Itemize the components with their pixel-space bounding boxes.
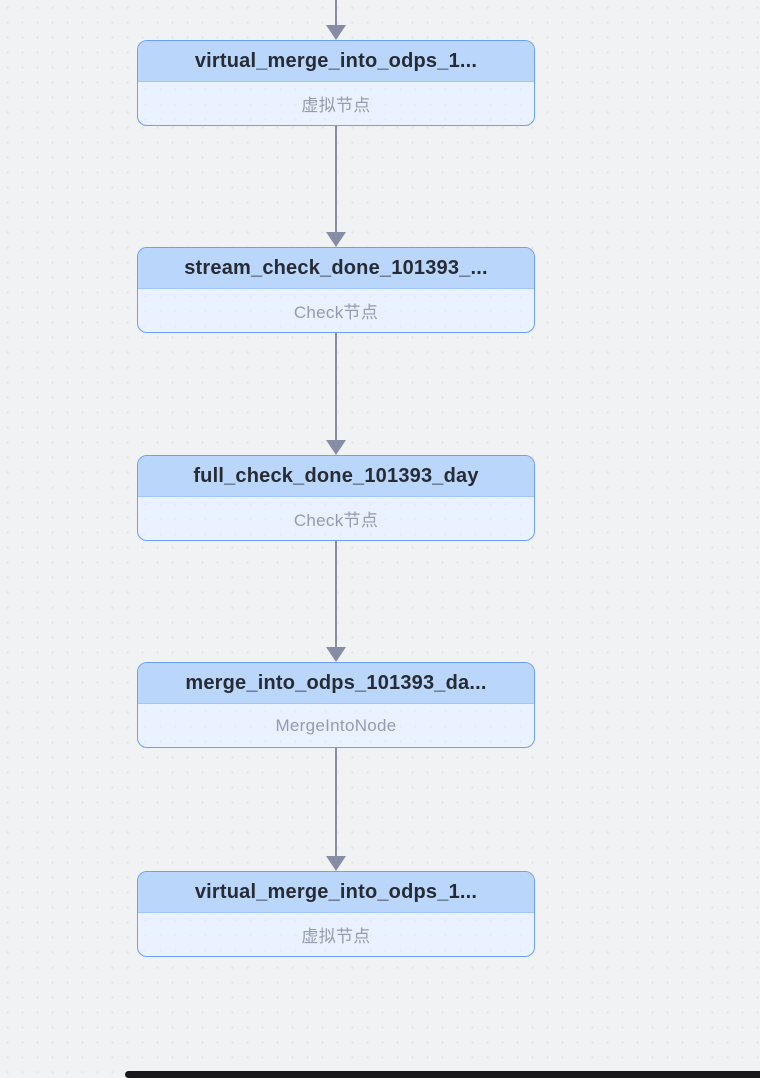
edge-line: [335, 748, 337, 857]
node-type-label: MergeIntoNode: [138, 704, 534, 747]
node-type-label: 虚拟节点: [138, 913, 534, 956]
dag-node-full-check-done[interactable]: full_check_done_101393_day Check节点: [137, 455, 535, 541]
arrow-down-icon: [326, 856, 346, 871]
arrow-down-icon: [326, 647, 346, 662]
node-title: virtual_merge_into_odps_1...: [138, 872, 534, 913]
dag-node-virtual-merge-bottom[interactable]: virtual_merge_into_odps_1... 虚拟节点: [137, 871, 535, 957]
edge-line: [335, 0, 337, 26]
dag-node-stream-check-done[interactable]: stream_check_done_101393_... Check节点: [137, 247, 535, 333]
node-type-label: Check节点: [138, 497, 534, 540]
arrow-down-icon: [326, 232, 346, 247]
edge-line: [335, 126, 337, 233]
node-title: virtual_merge_into_odps_1...: [138, 41, 534, 82]
node-title: full_check_done_101393_day: [138, 456, 534, 497]
horizontal-scrollbar-thumb[interactable]: [125, 1071, 760, 1078]
node-type-label: Check节点: [138, 289, 534, 332]
dag-node-merge-into-odps[interactable]: merge_into_odps_101393_da... MergeIntoNo…: [137, 662, 535, 748]
dag-node-virtual-merge-top[interactable]: virtual_merge_into_odps_1... 虚拟节点: [137, 40, 535, 126]
arrow-down-icon: [326, 440, 346, 455]
edge-line: [335, 541, 337, 648]
node-type-label: 虚拟节点: [138, 82, 534, 125]
arrow-down-icon: [326, 25, 346, 40]
edge-line: [335, 333, 337, 441]
node-title: merge_into_odps_101393_da...: [138, 663, 534, 704]
node-title: stream_check_done_101393_...: [138, 248, 534, 289]
